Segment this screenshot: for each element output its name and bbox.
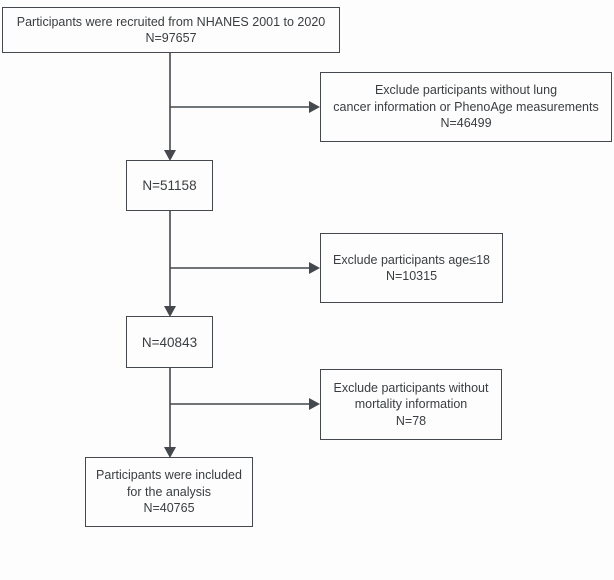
- flow-box-exclude3-text-line2: mortality information: [354, 397, 468, 412]
- flow-box-exclude2-count: N=10315: [385, 269, 438, 283]
- flow-box-exclude2-text: Exclude participants age≤18: [333, 252, 490, 267]
- flow-box-recruited-text: Participants were recruited from NHANES …: [16, 14, 326, 29]
- flow-box-exclude1-text-line1: Exclude participants without lung: [374, 83, 558, 98]
- flow-box-n40843: N=40843: [126, 316, 213, 368]
- flow-box-included-text-line1: Participants were included: [96, 468, 242, 483]
- flow-box-exclude1-text-line2: cancer information or PhenoAge measureme…: [333, 99, 599, 114]
- arrowhead-right-exclude1: [309, 101, 320, 113]
- arrowhead-down-n40843: [164, 306, 176, 317]
- flow-box-exclude-age: Exclude participants age≤18 N=10315: [320, 233, 503, 303]
- flow-box-exclude3-count: N=78: [395, 413, 427, 428]
- flow-box-recruited-count: N=97657: [145, 31, 197, 45]
- flow-box-n40843-count: N=40843: [141, 334, 198, 350]
- flow-box-exclude1-count: N=46499: [440, 116, 492, 131]
- flow-box-included: Participants were included for the analy…: [85, 457, 253, 527]
- flow-box-included-text-line2: for the analysis: [126, 484, 212, 499]
- flow-box-n51158: N=51158: [126, 160, 213, 211]
- flow-box-exclude3-text-line1: Exclude participants without: [333, 380, 489, 395]
- arrowhead-down-included: [164, 447, 176, 458]
- flow-box-included-count: N=40765: [143, 501, 195, 516]
- arrowhead-right-exclude3: [309, 398, 320, 410]
- flow-box-recruited: Participants were recruited from NHANES …: [2, 7, 340, 53]
- flow-box-exclude-mortality: Exclude participants without mortality i…: [320, 369, 502, 440]
- flow-box-n51158-count: N=51158: [142, 178, 197, 193]
- flow-box-exclude-lung-phenoage: Exclude participants without lung cancer…: [320, 72, 612, 142]
- arrowhead-right-exclude2: [309, 262, 320, 274]
- arrowhead-down-n51158: [164, 150, 176, 161]
